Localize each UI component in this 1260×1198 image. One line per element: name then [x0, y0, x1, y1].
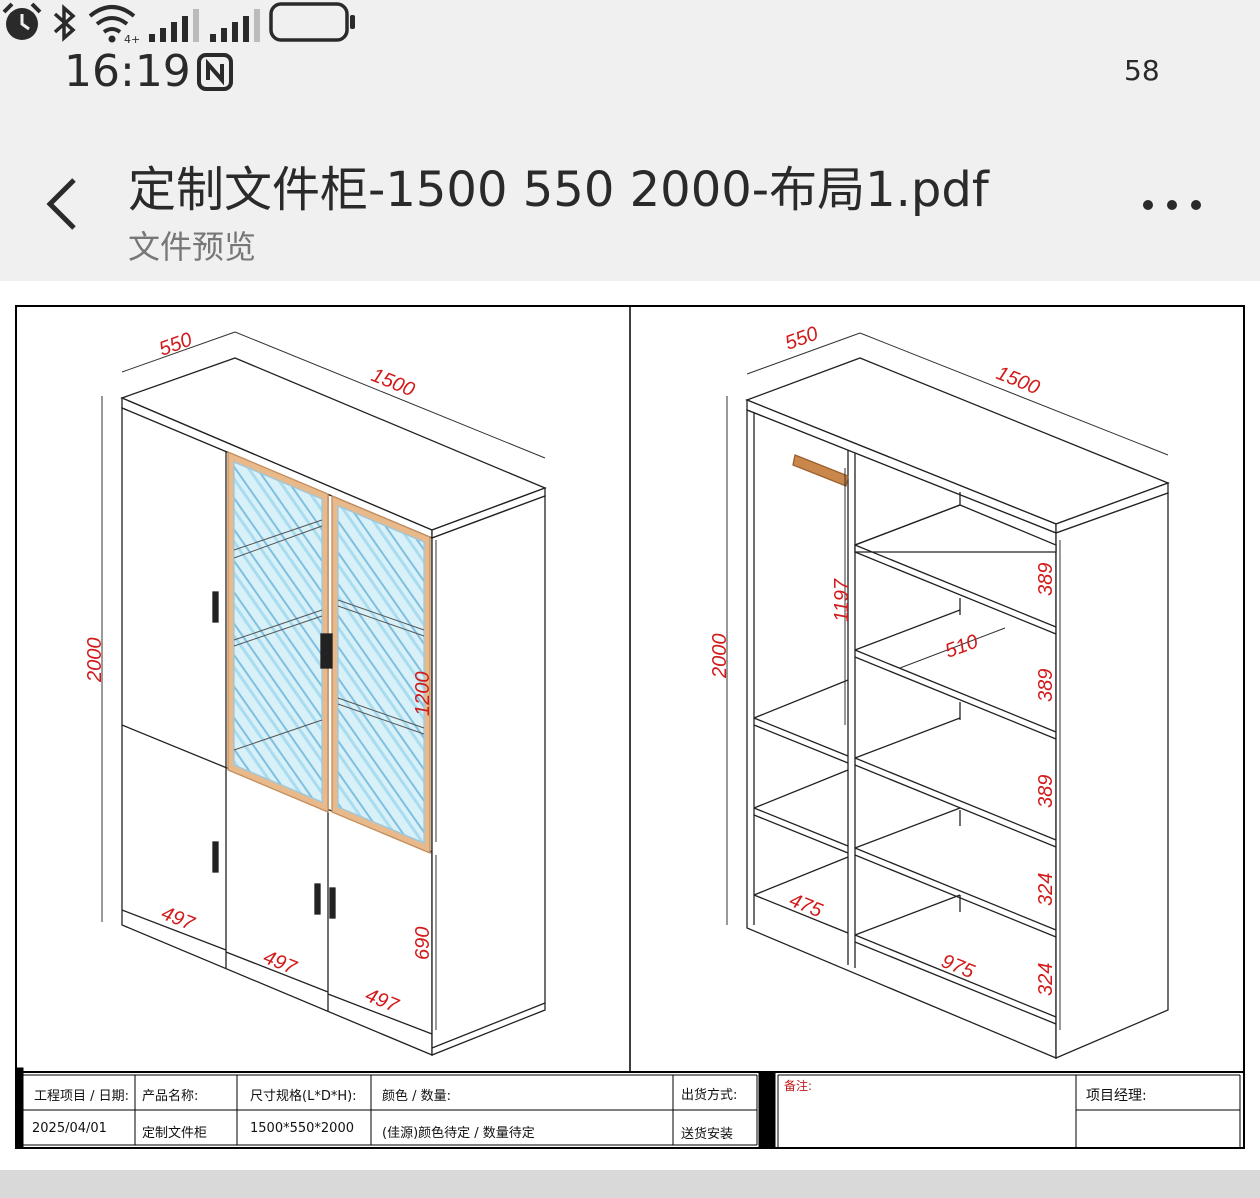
document-subtitle: 文件预览 — [128, 228, 257, 266]
dim-right-shelf2: 389 — [1035, 669, 1057, 702]
more-icon[interactable] — [1140, 190, 1204, 220]
dim-left-height: 2000 — [84, 638, 106, 684]
nfc-icon — [197, 53, 233, 91]
dim-right-shelf5: 324 — [1035, 963, 1057, 996]
battery-icon — [269, 2, 356, 42]
dim-left-glass: 1200 — [412, 672, 434, 717]
tb-ship-value: 送货安装 — [681, 1127, 734, 1142]
dim-right-width: 1500 — [993, 362, 1043, 399]
dim-right-depth: 550 — [782, 323, 821, 355]
tb-color-label: 颜色 / 数量: — [382, 1089, 452, 1104]
bottom-bar — [0, 1170, 1260, 1198]
document-title: 定制文件柜-1500 550 2000-布局1.pdf — [128, 162, 989, 218]
tb-color-value: (佳源)颜色待定 / 数量待定 — [382, 1126, 535, 1141]
wifi-icon: 4+ — [88, 5, 140, 46]
alarm-icon — [2, 2, 42, 40]
tb-product-label: 产品名称: — [142, 1089, 199, 1104]
tb-product-value: 定制文件柜 — [142, 1126, 208, 1141]
status-bar: 16:19 4+ 58 — [0, 0, 1260, 140]
signal-icon — [210, 9, 261, 42]
title-block — [15, 1067, 1245, 1149]
status-time: 16:19 — [64, 46, 191, 97]
dim-right-shelf4: 324 — [1035, 873, 1057, 906]
dim-right-height: 2000 — [709, 634, 731, 680]
left-cabinet — [120, 357, 547, 1056]
right-cabinet — [745, 357, 1170, 1059]
dim-left-depth: 550 — [156, 329, 195, 361]
tb-ship-label: 出货方式: — [681, 1088, 738, 1103]
dim-right-shelf1: 389 — [1035, 563, 1057, 596]
battery-level: 58 — [1124, 54, 1160, 87]
dim-left-lower: 690 — [412, 927, 434, 960]
tb-note-label: 备注: — [784, 1079, 813, 1093]
cabinet-drawing: 550 1500 2000 1200 690 497 497 497 550 1… — [15, 305, 1245, 1149]
dim-right-shelf3: 389 — [1035, 775, 1057, 808]
back-chevron-icon[interactable] — [40, 172, 84, 236]
tb-manager-label: 项目经理: — [1086, 1088, 1147, 1104]
dim-right-left-section: 1197 — [831, 578, 853, 622]
tb-size-value: 1500*550*2000 — [250, 1121, 354, 1136]
svg-text:4+: 4+ — [124, 33, 140, 44]
pdf-page: 550 1500 2000 1200 690 497 497 497 550 1… — [0, 281, 1260, 1170]
tb-project-label: 工程项目 / 日期: — [34, 1089, 130, 1104]
signal-icon — [149, 9, 200, 42]
tb-size-label: 尺寸规格(L*D*H): — [250, 1089, 357, 1104]
bluetooth-icon — [53, 4, 76, 42]
tb-project-value: 2025/04/01 — [32, 1121, 107, 1136]
